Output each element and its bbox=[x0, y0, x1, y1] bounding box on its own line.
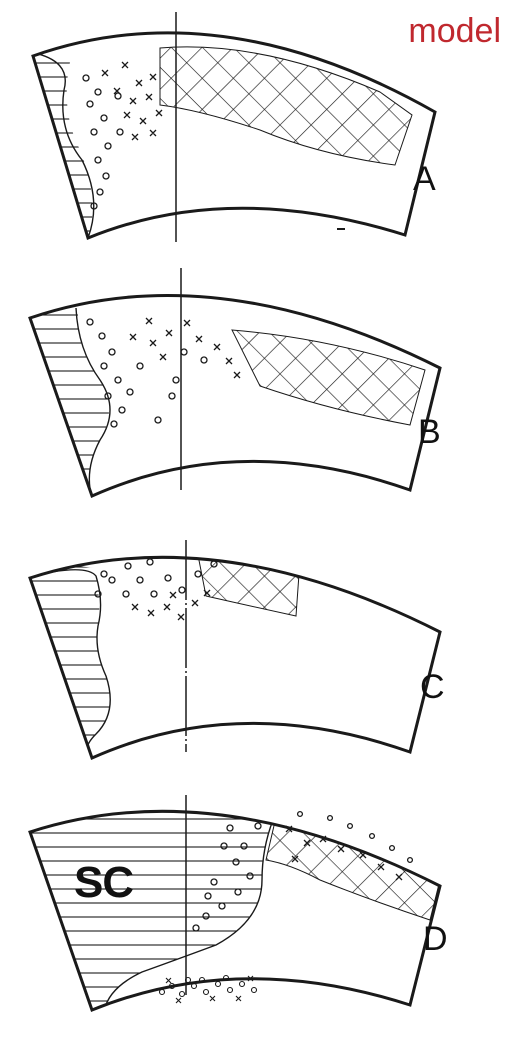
crosshatch-region-b bbox=[232, 330, 425, 425]
marker-symbols-a bbox=[83, 62, 162, 209]
panel-a bbox=[30, 12, 435, 242]
panel-label-c: C bbox=[420, 668, 445, 707]
hatched-region-b bbox=[30, 300, 109, 500]
crosshatch-region-a bbox=[160, 47, 412, 165]
page-title: model bbox=[408, 12, 501, 51]
crosshatch-region-d bbox=[266, 800, 440, 920]
panel-label-d: D bbox=[423, 920, 448, 959]
marker-symbols-c bbox=[95, 559, 217, 620]
region-label-sc: SC bbox=[74, 858, 133, 908]
panel-b bbox=[30, 268, 440, 500]
panel-c bbox=[30, 540, 440, 762]
panel-label-a: A bbox=[413, 160, 436, 199]
crosshatch-region-c bbox=[196, 545, 300, 616]
panel-label-b: B bbox=[418, 413, 441, 452]
hatched-region-d bbox=[30, 800, 280, 1015]
